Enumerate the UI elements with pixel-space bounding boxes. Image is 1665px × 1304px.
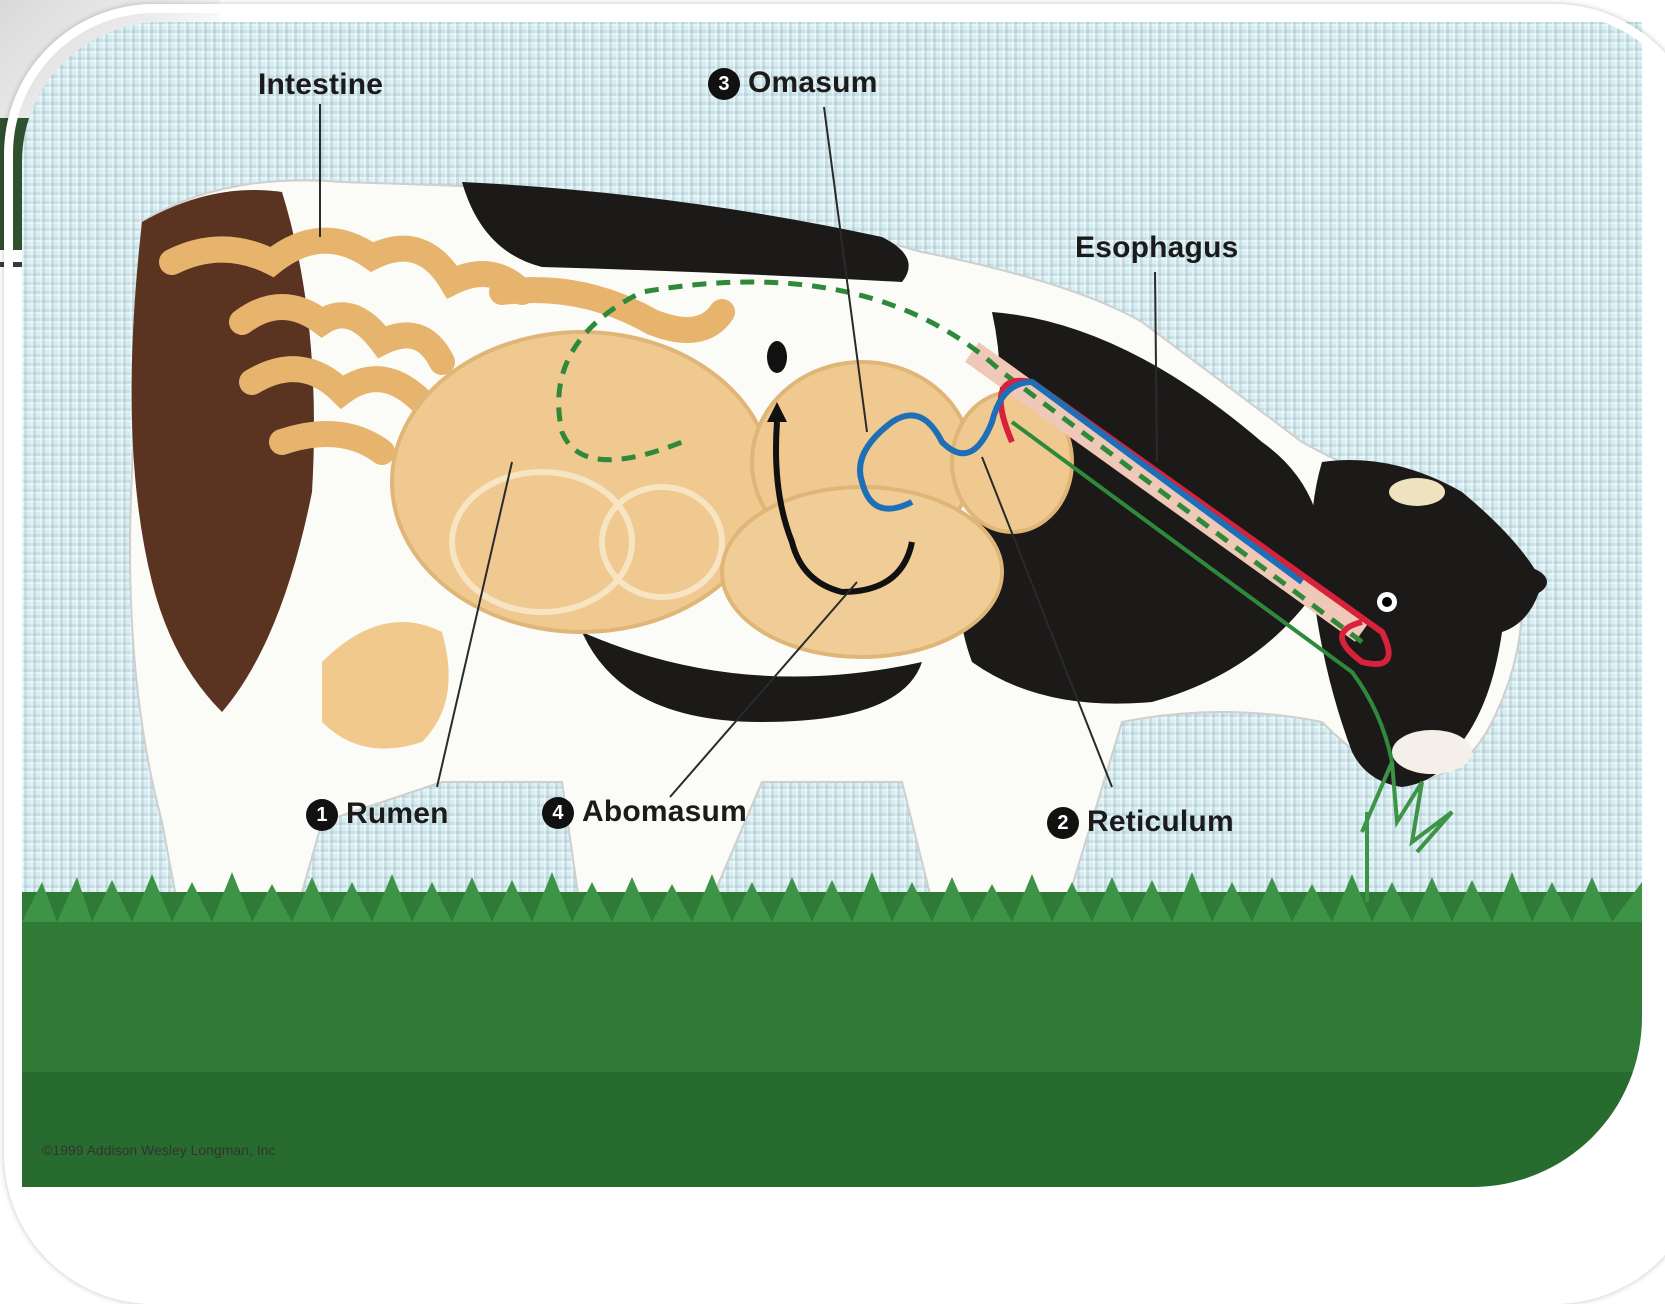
- slide-frame: [4, 4, 1665, 1304]
